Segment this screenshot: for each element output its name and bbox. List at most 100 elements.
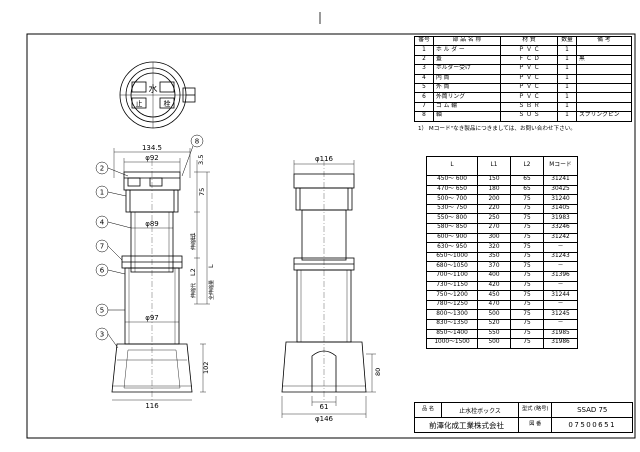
- dim-phi97: φ97: [145, 314, 159, 322]
- size-col-l: L: [426, 156, 478, 176]
- parts-col-material: 材 質: [500, 35, 558, 47]
- size-table-cell: 31985: [543, 328, 578, 340]
- parts-table-cell: 1: [557, 54, 577, 66]
- parts-table-cell: 1: [557, 82, 577, 94]
- parts-table-cell: [576, 92, 632, 103]
- parts-table-cell: Ｐ Ｖ Ｃ: [500, 45, 558, 56]
- parts-table-cell: 7: [414, 101, 434, 113]
- size-table-cell: 650～1000: [426, 251, 478, 263]
- parts-table-cell: 1: [414, 45, 434, 56]
- size-table-cell: 75: [510, 290, 544, 301]
- lid-mark-water: 水: [148, 83, 157, 95]
- parts-table-cell: 内 筒: [433, 73, 501, 84]
- size-table-cell: 31986: [543, 338, 578, 349]
- title-company: 前澤化成工業株式会社: [414, 417, 519, 433]
- size-table-cell: 530～ 750: [426, 203, 478, 215]
- parts-col-remarks: 備 考: [576, 35, 632, 47]
- size-table-cell: 600～ 900: [426, 232, 478, 244]
- parts-table-cell: 8: [414, 111, 434, 122]
- size-table-cell: 500～ 700: [426, 194, 478, 205]
- parts-table-cell: Ｐ Ｖ Ｃ: [500, 64, 558, 75]
- parts-table-cell: [576, 101, 632, 113]
- size-table-cell: 520: [477, 318, 511, 330]
- size-table-cell: 75: [510, 338, 544, 349]
- size-table-cell: 550～ 800: [426, 213, 478, 224]
- parts-table-cell: 1: [557, 45, 577, 56]
- dim-l1-note: 伸縮代: [190, 235, 197, 250]
- dim-l2-note: 伸縮代: [190, 283, 197, 298]
- parts-table-cell: 6: [414, 92, 434, 103]
- size-table-cell: 31245: [543, 309, 578, 320]
- size-table-cell: 730～1150: [426, 280, 478, 292]
- parts-table-cell: 1: [557, 111, 577, 122]
- title-name-value: 止水栓ボックス: [441, 402, 519, 418]
- size-table-cell: 450～ 600: [426, 175, 478, 186]
- dim-phi92: φ92: [145, 154, 159, 162]
- size-table-cell: 30425: [543, 184, 578, 196]
- size-table-cell: 75: [510, 318, 544, 330]
- size-table-cell: 31244: [543, 290, 578, 301]
- size-table-cell: 1000～1500: [426, 338, 478, 349]
- parts-table-cell: ゴ ム 輪: [433, 101, 501, 113]
- callout-6: 6: [100, 267, 105, 275]
- parts-table-cell: 3: [414, 64, 434, 75]
- dim-3-5: 3.5: [197, 155, 205, 165]
- dim-phi116-side: φ116: [315, 155, 334, 163]
- lid-mark-valve: 栓: [164, 99, 171, 108]
- size-table-cell: 75: [510, 203, 544, 215]
- parts-table-cell: 軸: [433, 111, 501, 122]
- size-col-mcode: Mコード: [543, 156, 578, 176]
- parts-table-cell: 1: [557, 64, 577, 75]
- callout-5: 5: [100, 307, 104, 315]
- size-table-cell: 75: [510, 242, 544, 253]
- top-view: [119, 61, 196, 129]
- size-table-cell: 75: [510, 299, 544, 311]
- size-table-cell: －: [543, 318, 578, 330]
- size-table-cell: 400: [477, 270, 511, 282]
- title-drawing-no: 07500651: [551, 417, 633, 433]
- size-table-cell: 75: [510, 222, 544, 234]
- sheet-border: [26, 33, 636, 439]
- parts-table-cell: 黒: [576, 54, 632, 66]
- dim-phi89: φ89: [145, 220, 159, 228]
- size-table-cell: 75: [510, 194, 544, 205]
- parts-table-header: 番号 部 品 名 称 材 質 数量 備 考: [414, 35, 632, 47]
- size-table-cell: 180: [477, 184, 511, 196]
- callout-2: 2: [100, 165, 104, 173]
- size-table-cell: 450: [477, 290, 511, 301]
- size-table-cell: 31396: [543, 270, 578, 282]
- size-table-cell: 31405: [543, 203, 578, 215]
- size-table-cell: 220: [477, 203, 511, 215]
- size-table-cell: 150: [477, 175, 511, 186]
- size-table-cell: 320: [477, 242, 511, 253]
- dim-134-5: 134.5: [142, 144, 162, 152]
- size-table-cell: －: [543, 261, 578, 272]
- callout-8: 8: [195, 138, 199, 146]
- size-table-cell: 350: [477, 251, 511, 263]
- parts-table-cell: スプリングピン: [576, 111, 632, 122]
- size-table-cell: －: [543, 242, 578, 253]
- parts-table-cell: 蓋: [433, 54, 501, 66]
- size-table-cell: 580～ 850: [426, 222, 478, 234]
- size-table-cell: 830～1350: [426, 318, 478, 330]
- title-model-value: SSAD 75: [551, 402, 633, 418]
- parts-table-cell: [576, 73, 632, 84]
- parts-table-cell: ホ ル ダ ー: [433, 45, 501, 56]
- callout-7: 7: [100, 243, 104, 251]
- parts-table-cell: 外筒リング: [433, 92, 501, 103]
- dim-80: 80: [374, 368, 382, 376]
- size-table-cell: 470～ 650: [426, 184, 478, 196]
- size-table-cell: 470: [477, 299, 511, 311]
- parts-table-cell: Ｓ Ｂ Ｒ: [500, 101, 558, 113]
- parts-col-number: 番号: [414, 35, 434, 47]
